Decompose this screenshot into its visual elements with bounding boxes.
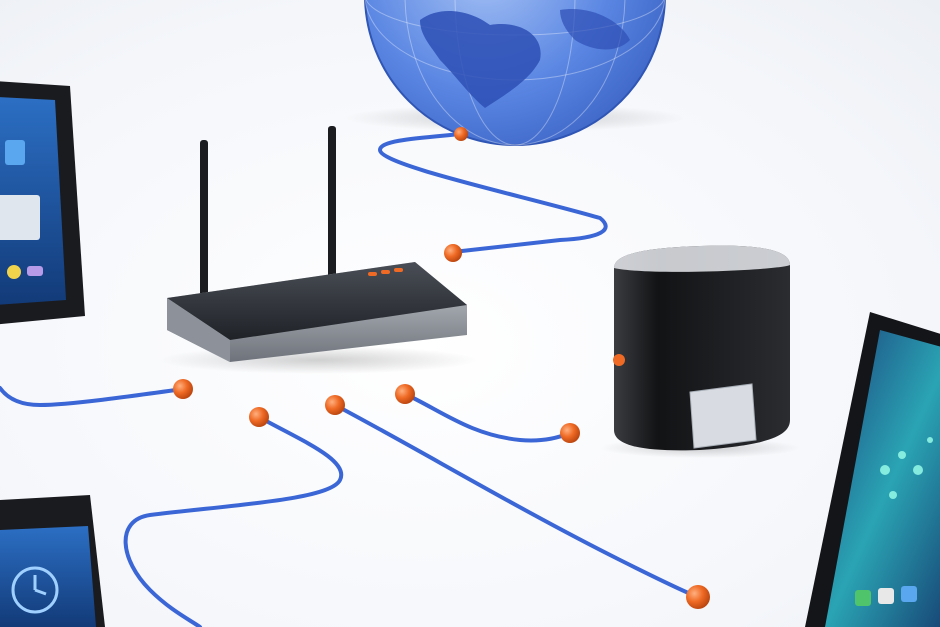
connector-left	[173, 379, 193, 399]
drive-stand	[689, 383, 757, 449]
external-drive	[600, 245, 800, 458]
connector-globe	[454, 127, 468, 141]
connector-bottom	[686, 585, 710, 609]
router-status-lights	[368, 268, 403, 276]
cable-connectors	[173, 127, 710, 609]
antenna-left	[200, 140, 208, 300]
connector-drive	[560, 423, 580, 443]
cable-router-to-tablet-left	[0, 386, 185, 408]
network-cables	[0, 132, 700, 627]
wifi-router	[158, 126, 478, 374]
connector-mid-2	[325, 395, 345, 415]
connector-globe-end	[444, 244, 462, 262]
antenna-right	[328, 126, 336, 286]
cable-globe-to-router	[377, 132, 608, 254]
tablet-right	[805, 312, 940, 627]
cable-router-to-drive	[403, 392, 572, 443]
cable-router-to-bottom	[333, 403, 700, 599]
clock-icon	[11, 566, 59, 614]
tablet-left	[0, 81, 85, 325]
connector-mid-3	[395, 384, 415, 404]
app-dock	[855, 586, 917, 606]
connector-mid-1	[249, 407, 269, 427]
globe	[345, 0, 685, 146]
cable-router-to-smartphone	[123, 415, 344, 627]
drive-power-light	[613, 354, 625, 366]
smartphone	[0, 495, 105, 627]
